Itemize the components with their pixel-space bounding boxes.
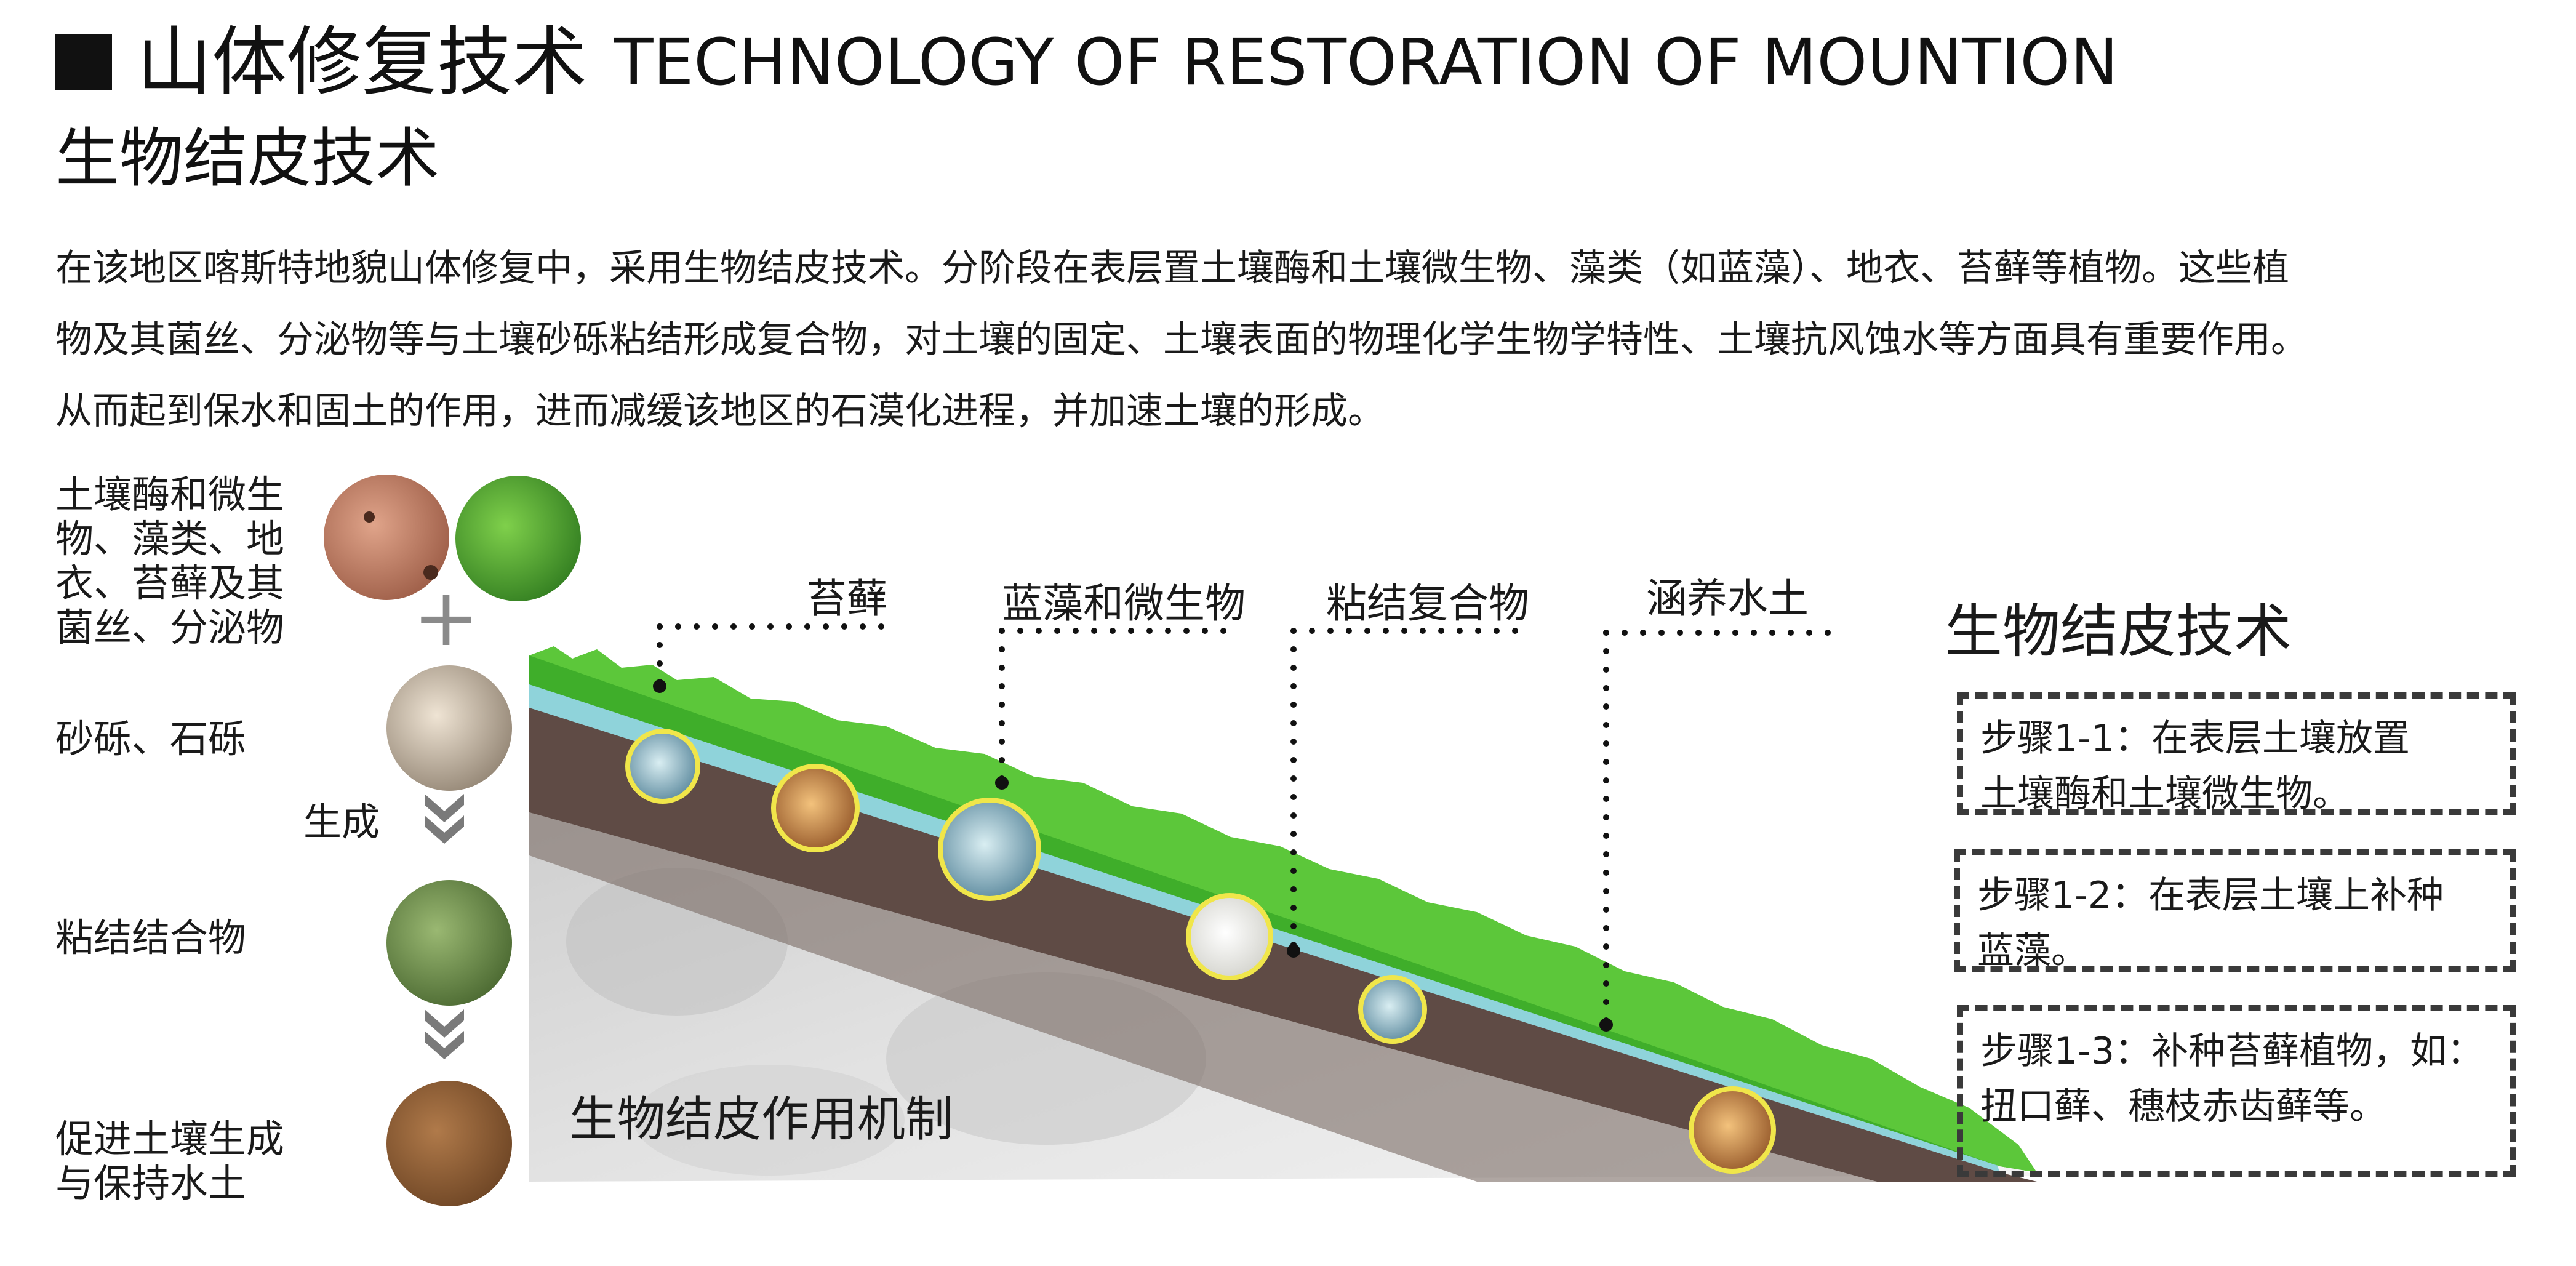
step-2-line-1: 步骤1-2：在表层土壤上补种 xyxy=(1977,874,2444,917)
step-3-line-1: 步骤1-3：补种苔藓植物，如： xyxy=(1980,1030,2484,1073)
chevron-down-icon xyxy=(425,1009,464,1059)
soil-transition xyxy=(529,812,1877,1182)
step-box-1: 步骤1-1：在表层土壤放置 土壤酶和土壤微生物。 xyxy=(1957,692,2516,815)
description-line: 物及其菌丝、分泌物等与土壤砂砾粘结形成复合物，对土壤的固定、土壤表面的物理化学生… xyxy=(55,318,2308,361)
microbe-dot xyxy=(364,511,375,523)
rock-boulder xyxy=(634,1065,905,1176)
binder-label: 粘结结合物 xyxy=(55,915,247,960)
callout-compound-dot xyxy=(1287,944,1300,958)
chevron-down-icon xyxy=(425,794,464,844)
grass-tips xyxy=(529,646,2037,1172)
moss-photo-icon xyxy=(455,476,581,601)
gravel-label: 砂砾、石砾 xyxy=(55,716,247,761)
result-label-line: 促进土壤生成 xyxy=(55,1116,285,1161)
title-square-icon xyxy=(55,34,112,90)
callout-water-dot xyxy=(1599,1018,1613,1032)
callout-water-label: 涵养水土 xyxy=(1646,575,1809,622)
input-label-line: 物、藻类、地 xyxy=(55,516,285,561)
callout-algae-label: 蓝藻和微生物 xyxy=(1002,580,1246,627)
soil-photo-icon xyxy=(386,1081,512,1206)
callout-moss-label: 苔藓 xyxy=(806,575,887,622)
step-box-2: 步骤1-2：在表层土壤上补种 蓝藻。 xyxy=(1954,849,2516,972)
mechanism-label: 生物结皮作用机制 xyxy=(569,1092,954,1147)
input-label-line: 衣、苔藓及其 xyxy=(55,561,285,606)
plus-symbol: + xyxy=(413,571,480,664)
binder-photo-icon xyxy=(386,880,512,1006)
gravel-photo-icon xyxy=(386,665,512,791)
step-3-line-2: 扭口藓、穗枝赤齿藓等。 xyxy=(1980,1085,2386,1128)
step-box-3: 步骤1-3：补种苔藓植物，如： 扭口藓、穗枝赤齿藓等。 xyxy=(1957,1005,2516,1177)
section-subtitle: 生物结皮技术 xyxy=(55,121,440,196)
lichen-circle-icon xyxy=(771,764,860,852)
microbe-dot xyxy=(423,565,438,580)
algae-small-circle-icon xyxy=(1358,975,1427,1044)
callout-compound-label: 粘结复合物 xyxy=(1326,580,1529,627)
callout-algae-dot xyxy=(995,776,1009,790)
lichen-small-circle-icon xyxy=(1689,1086,1776,1174)
step-2-line-2: 蓝藻。 xyxy=(1977,929,2088,972)
cyanobacteria-circle-icon xyxy=(625,729,700,804)
page-title: 山体修复技术 TECHNOLOGY OF RESTORATION OF MOUN… xyxy=(55,25,2118,100)
description-line: 在该地区喀斯特地貌山体修复中，采用生物结皮技术。分阶段在表层置土壤酶和土壤微生物… xyxy=(55,247,2289,290)
description-line: 从而起到保水和固土的作用，进而减缓该地区的石漠化进程，并加速土壤的形成。 xyxy=(55,390,1385,433)
microbe-circle-icon xyxy=(1186,893,1273,980)
algae-circle-icon xyxy=(938,798,1041,901)
steps-panel-title: 生物结皮技术 xyxy=(1945,598,2292,665)
callout-moss-dot xyxy=(653,679,666,693)
microbe-photo-icon xyxy=(324,475,449,600)
result-label: 促进土壤生成 与保持水土 xyxy=(55,1117,284,1206)
title-chinese: 山体修复技术 xyxy=(137,18,587,106)
step-1-line-1: 步骤1-1：在表层土壤放置 xyxy=(1980,717,2410,760)
input-label-line: 土壤酶和微生 xyxy=(55,472,285,517)
input-label-line: 菌丝、分泌物 xyxy=(55,605,285,650)
input-materials-label: 土壤酶和微生 物、藻类、地 衣、苔藓及其 菌丝、分泌物 xyxy=(55,473,284,650)
result-label-line: 与保持水土 xyxy=(55,1161,247,1206)
step-1-line-2: 土壤酶和土壤微生物。 xyxy=(1980,772,2350,815)
description-paragraph: 在该地区喀斯特地貌山体修复中，采用生物结皮技术。分阶段在表层置土壤酶和土壤微生物… xyxy=(55,233,2554,447)
callout-lines xyxy=(657,623,1849,1028)
generate-label: 生成 xyxy=(303,799,380,844)
title-english: TECHNOLOGY OF RESTORATION OF MOUNTION xyxy=(614,25,2119,100)
